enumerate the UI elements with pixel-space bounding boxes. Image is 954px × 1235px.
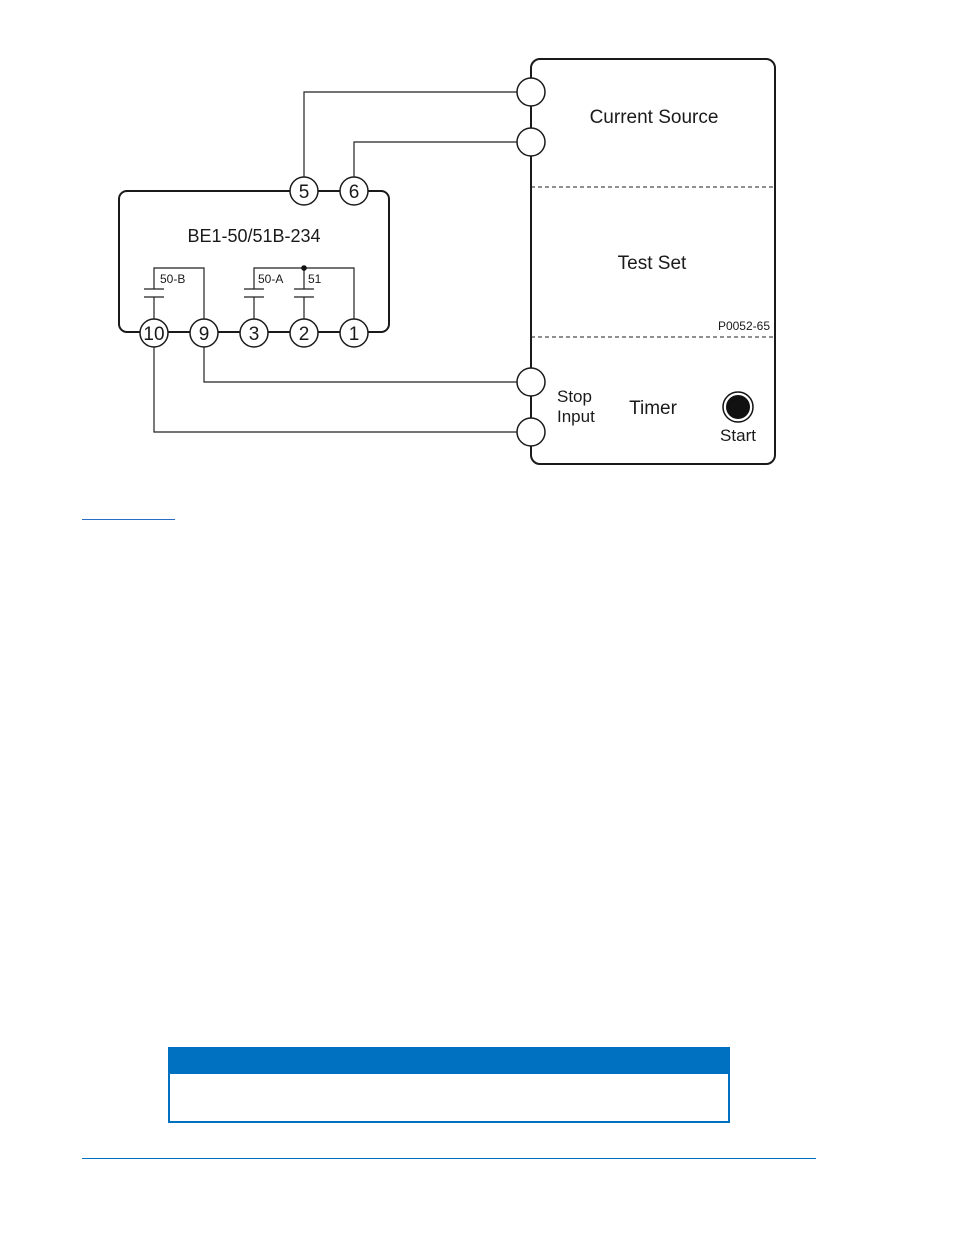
contact-50b-label: 50-B [160, 272, 185, 286]
relay-terminal-3: 3 [239, 318, 269, 348]
figure-id-label: P0052-65 [718, 319, 770, 333]
svg-text:9: 9 [199, 324, 210, 345]
hyperlink-underline[interactable] [82, 519, 175, 520]
contact-51-label: 51 [308, 272, 322, 286]
contact-50a-label: 50-A [258, 272, 283, 286]
footer-rule [82, 1158, 816, 1159]
test-set-label: Test Set [618, 253, 687, 274]
junction-dot [301, 265, 307, 271]
relay-terminal-6: 6 [339, 176, 369, 206]
stop-input-terminal-2 [516, 417, 546, 447]
svg-text:2: 2 [299, 324, 310, 345]
stop-input-label-line1: Stop [557, 387, 592, 406]
wire-terminal-9-to-stop-input [203, 347, 517, 383]
current-source-terminal-1 [516, 77, 546, 107]
wire-current-source-to-terminal-5 [303, 91, 517, 177]
contact-50b-circuit: 50-B [144, 267, 205, 319]
relay-terminal-1: 1 [339, 318, 369, 348]
relay-terminal-10: 10 [139, 318, 169, 348]
relay-terminal-5: 5 [289, 176, 319, 206]
timer-label: Timer [629, 398, 678, 419]
svg-text:6: 6 [349, 182, 360, 203]
start-button[interactable] [726, 395, 750, 419]
svg-text:5: 5 [299, 182, 310, 203]
stop-input-terminal-1 [516, 367, 546, 397]
relay-model-label: BE1-50/51B-234 [187, 226, 320, 246]
caution-box [168, 1047, 730, 1123]
relay-terminal-2: 2 [289, 318, 319, 348]
stop-input-label-line2: Input [557, 407, 595, 426]
relay-terminal-9: 9 [189, 318, 219, 348]
caution-body [170, 1074, 728, 1086]
wire-terminal-10-to-stop-input [153, 347, 517, 433]
svg-text:1: 1 [349, 324, 360, 345]
svg-text:3: 3 [249, 324, 260, 345]
caution-header [170, 1049, 728, 1074]
current-source-label: Current Source [590, 107, 719, 128]
contact-50a-51-circuit: 50-A 51 [244, 265, 355, 319]
wire-current-source-to-terminal-6 [353, 141, 517, 177]
svg-text:10: 10 [143, 324, 164, 345]
test-set-box [530, 58, 776, 465]
current-source-terminal-2 [516, 127, 546, 157]
start-label: Start [720, 426, 756, 445]
